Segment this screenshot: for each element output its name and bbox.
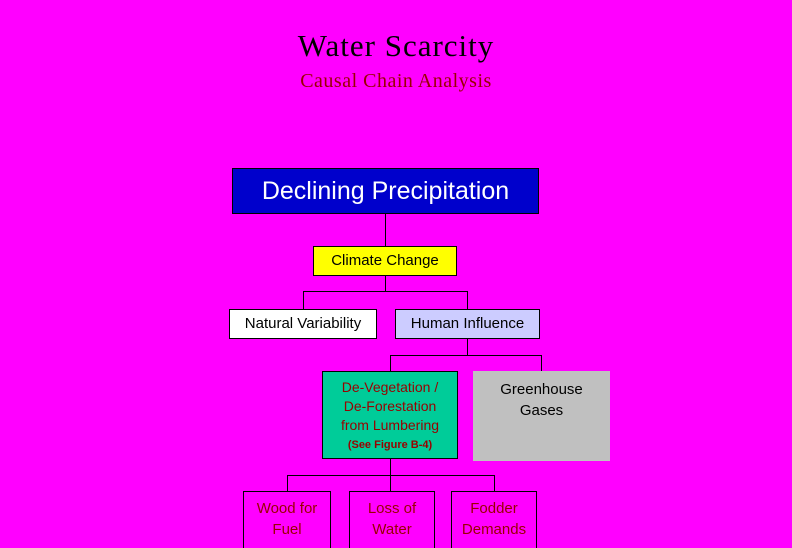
- connector-climate-stem: [385, 276, 386, 291]
- connector-branch-greenhouse: [541, 355, 542, 371]
- node-fodder-line2: Demands: [461, 521, 527, 538]
- node-wood-for-fuel: Wood for Fuel: [243, 491, 331, 548]
- connector-branch-human: [467, 291, 468, 309]
- slide-title: Water Scarcity: [297, 28, 495, 63]
- node-loss-of-water: Loss of Water: [349, 491, 435, 548]
- connector-devegetation-stem: [390, 459, 391, 475]
- node-wood-line2: Fuel: [272, 521, 302, 538]
- connector-human-stem: [467, 339, 468, 355]
- node-devegetation: De-Vegetation / De-Forestation from Lumb…: [322, 371, 458, 459]
- connector-branch-wood: [287, 475, 288, 491]
- node-natural-variability: Natural Variability: [229, 309, 377, 339]
- node-devegetation-line2: De-Forestation: [343, 398, 437, 414]
- node-declining-precipitation-label: Declining Precipitation: [261, 177, 510, 205]
- slide-subtitle: Causal Chain Analysis: [300, 70, 492, 92]
- node-climate-change: Climate Change: [313, 246, 457, 276]
- connector-climate-branch: [303, 291, 468, 292]
- node-loss-line2: Water: [372, 521, 412, 538]
- node-greenhouse-gases: Greenhouse Gases: [473, 371, 610, 461]
- connector-bottom-branch: [287, 475, 495, 476]
- node-natural-variability-label: Natural Variability: [244, 315, 362, 332]
- connector-declining-climate: [385, 214, 386, 246]
- node-declining-precipitation: Declining Precipitation: [232, 168, 539, 214]
- node-climate-change-label: Climate Change: [331, 252, 439, 269]
- node-devegetation-line1: De-Vegetation /: [341, 379, 439, 395]
- connector-branch-fodder: [494, 475, 495, 491]
- node-devegetation-note: (See Figure B-4): [347, 439, 433, 451]
- node-greenhouse-line2: Gases: [519, 402, 564, 419]
- node-human-influence-label: Human Influence: [410, 315, 525, 332]
- node-devegetation-line3: from Lumbering: [340, 417, 440, 433]
- node-wood-line1: Wood for: [256, 500, 318, 517]
- connector-branch-devegetation: [390, 355, 391, 371]
- connector-human-branch: [390, 355, 542, 356]
- node-fodder-demands: Fodder Demands: [451, 491, 537, 548]
- node-greenhouse-line1: Greenhouse: [500, 381, 583, 398]
- node-loss-line1: Loss of: [367, 500, 417, 517]
- node-fodder-line1: Fodder: [470, 500, 518, 517]
- node-human-influence: Human Influence: [395, 309, 540, 339]
- connector-branch-loss: [390, 475, 391, 491]
- connector-branch-natural: [303, 291, 304, 309]
